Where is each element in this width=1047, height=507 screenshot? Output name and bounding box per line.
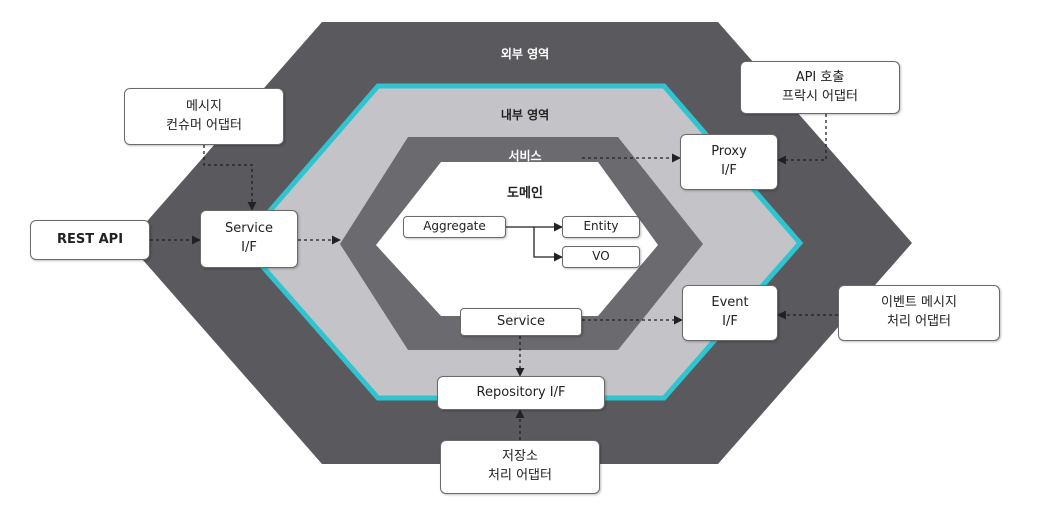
- connector-proxy-adapter-to-proxy-if: [777, 114, 827, 165]
- connector-consumer-to-service-if: [203, 145, 257, 211]
- service-if-box: Service I/F: [200, 210, 298, 268]
- event-message-adapter: 이벤트 메시지 처리 어댑터: [838, 285, 1000, 341]
- inner-zone-label: 내부 영역: [500, 108, 550, 122]
- api-proxy-adapter: API 호출 프락시 어댑터: [740, 61, 900, 114]
- domain-label: 도메인: [507, 186, 543, 201]
- outer-zone-label: 외부 영역: [500, 47, 550, 61]
- proxy-if-box: Proxy I/F: [680, 134, 778, 190]
- aggregate-box: Aggregate: [403, 216, 506, 238]
- message-consumer-adapter: 메시지 컨슈머 어댑터: [124, 88, 284, 145]
- vo-box: VO: [562, 246, 640, 268]
- repository-if-box: Repository I/F: [437, 376, 605, 410]
- rest-api-box: REST API: [30, 220, 150, 260]
- storage-adapter: 저장소 처리 어댑터: [440, 440, 600, 494]
- service-ring-label: 서비스: [508, 149, 542, 163]
- connector-aggregate-to-vo: [533, 227, 563, 262]
- entity-box: Entity: [562, 216, 640, 238]
- service-box: Service: [460, 308, 582, 336]
- domain-hexagon: [376, 162, 658, 316]
- event-if-box: Event I/F: [682, 285, 778, 341]
